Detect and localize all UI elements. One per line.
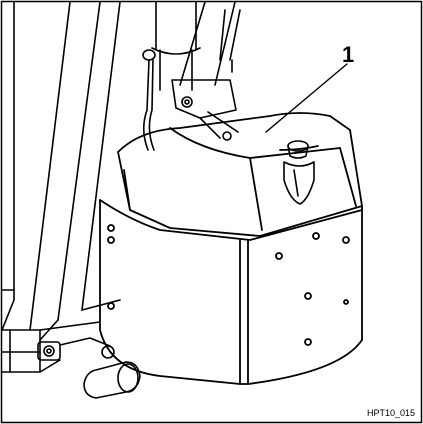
housing-lid <box>117 112 363 237</box>
callout-leader-1 <box>265 63 348 133</box>
base-chassis <box>1 321 141 399</box>
hydraulic-cylinder <box>142 1 201 151</box>
callout-label-1: 1 <box>342 42 355 67</box>
filler-cap <box>283 140 315 205</box>
figure-code: HPT10_015 <box>366 408 415 418</box>
mast-frame <box>1 1 121 341</box>
housing-box <box>99 199 363 385</box>
lift-arm <box>171 1 241 141</box>
